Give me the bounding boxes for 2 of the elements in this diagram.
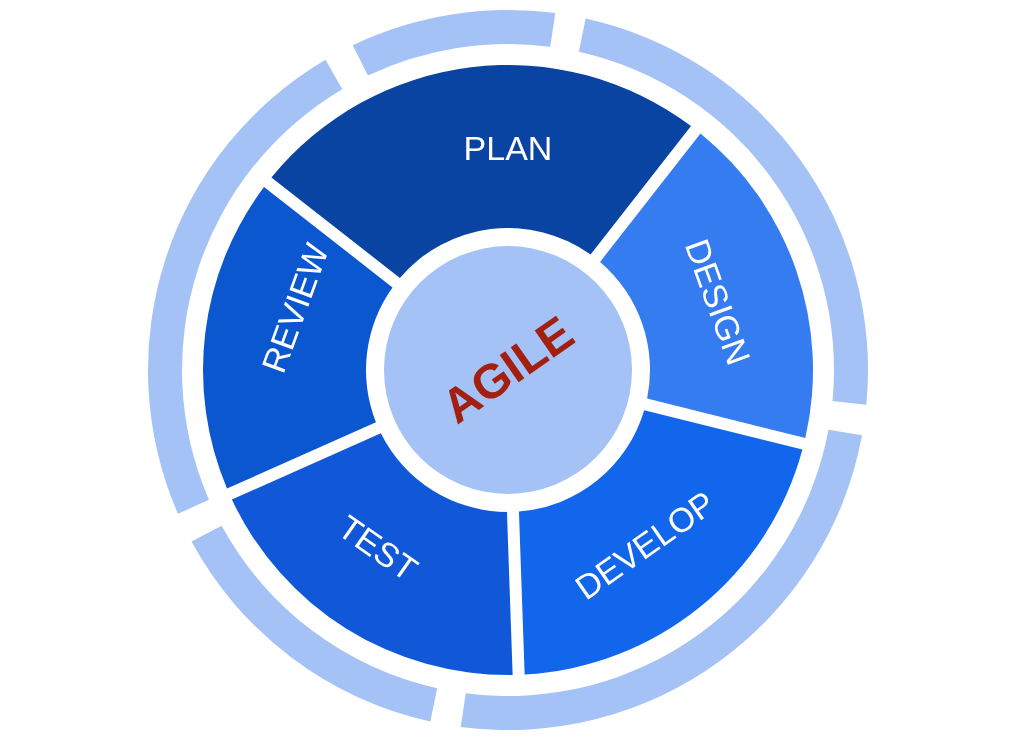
center-circle bbox=[384, 246, 632, 494]
phase-label: PLAN bbox=[463, 129, 553, 167]
